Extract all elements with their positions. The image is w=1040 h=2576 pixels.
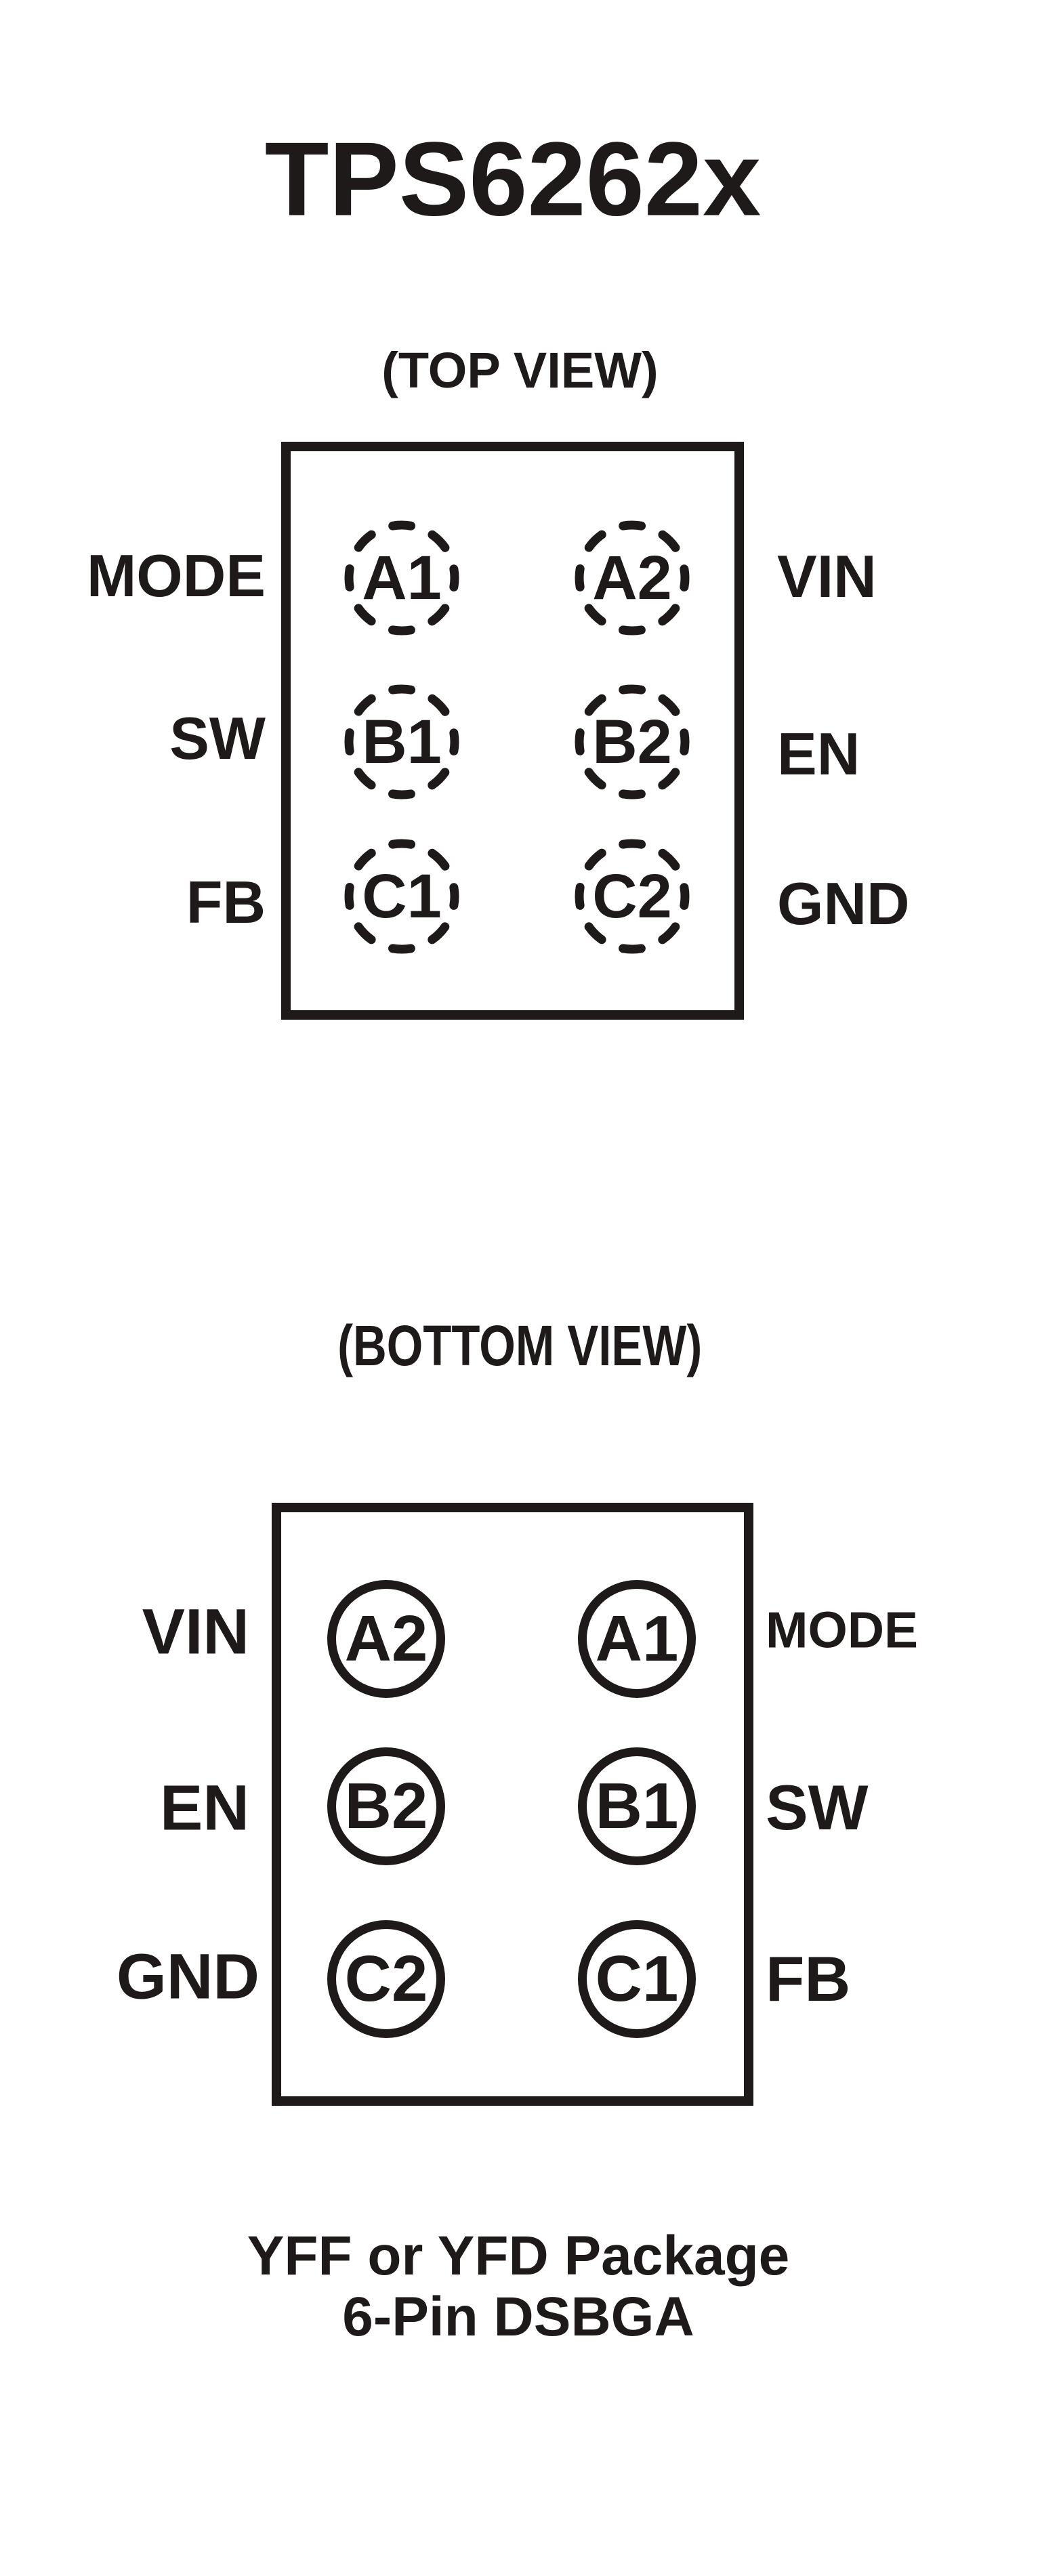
chip-title: TPS6262x [264, 120, 762, 238]
top-label-mode: MODE [87, 542, 266, 609]
dashed-ball-icon [575, 684, 690, 799]
bottom-pin-c1: C1 [578, 1920, 696, 2038]
package-note-line1: YFF or YFD Package [247, 2225, 790, 2287]
top-label-en: EN [777, 720, 860, 787]
bottom-label-mode: MODE [766, 1601, 918, 1659]
pin-ball-label: B1 [362, 707, 442, 776]
package-note-line2: 6-Pin DSBGA [342, 2286, 694, 2348]
pin-ball-label: A2 [344, 1602, 428, 1675]
top-label-gnd: GND [777, 870, 910, 937]
dashed-ball-icon [344, 684, 459, 799]
pin-ball-label: A1 [595, 1602, 679, 1675]
top-view-caption: (TOP VIEW) [381, 342, 659, 398]
pin-ball-label: B1 [595, 1770, 679, 1842]
bottom-label-sw: SW [766, 1772, 869, 1843]
bottom-pin-c2: C2 [327, 1920, 445, 2038]
pin-ball-label: B2 [592, 707, 672, 776]
pin-ball-label: B2 [344, 1770, 428, 1842]
pin-ball-label: A1 [362, 543, 442, 612]
pin-ball-label: A2 [592, 543, 672, 612]
bottom-pin-a1: A1 [578, 1580, 696, 1698]
bottom-pin-a2: A2 [327, 1580, 445, 1698]
bottom-label-en: EN [160, 1772, 249, 1844]
top-pin-c2: C2 [568, 832, 696, 961]
top-pin-a1: A1 [337, 514, 466, 642]
bottom-pin-b1: B1 [578, 1747, 696, 1865]
bottom-pin-b2: B2 [327, 1747, 445, 1865]
top-label-fb: FB [186, 869, 266, 936]
pin-ball-label: C1 [362, 861, 442, 931]
top-pin-b1: B1 [337, 678, 466, 806]
top-pin-c1: C1 [337, 832, 466, 961]
bottom-view-caption: (BOTTOM VIEW) [337, 1314, 703, 1377]
top-pin-b2: B2 [568, 678, 696, 806]
dashed-ball-icon [575, 839, 690, 954]
bottom-label-gnd: GND [116, 1940, 259, 2013]
bottom-label-vin: VIN [142, 1596, 249, 1668]
pin-ball-label: C2 [344, 1943, 428, 2015]
dashed-ball-icon [344, 520, 459, 636]
top-label-sw: SW [169, 705, 266, 772]
dashed-ball-icon [344, 839, 459, 954]
dashed-ball-icon [575, 520, 690, 636]
pin-ball-label: C1 [595, 1943, 679, 2015]
top-label-vin: VIN [777, 543, 877, 610]
pin-ball-label: C2 [592, 861, 672, 931]
top-pin-a2: A2 [568, 514, 696, 642]
bottom-label-fb: FB [766, 1943, 851, 2014]
